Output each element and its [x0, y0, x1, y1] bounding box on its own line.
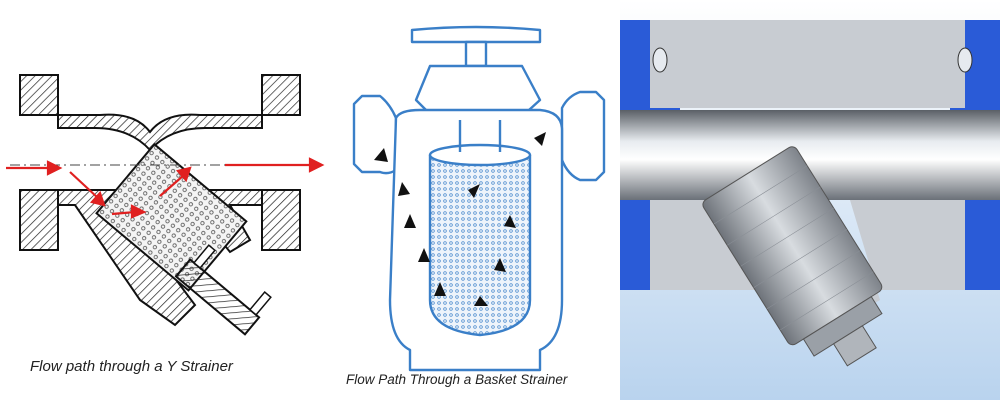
- right-flange-top: [261, 74, 301, 116]
- left-flange-top: [19, 74, 59, 116]
- flow-arrows: [374, 132, 546, 306]
- inlet-port: [352, 94, 398, 175]
- handle-stem: [464, 40, 488, 68]
- strainer-screen: [702, 146, 883, 367]
- body-top-wall: [650, 20, 965, 108]
- flange-bolt-hole: [652, 47, 668, 73]
- left-flange-bottom: [19, 189, 59, 251]
- strainer-cap: [174, 258, 261, 336]
- basket-strainer-panel: Flow Path Through a Basket Strainer: [340, 0, 620, 400]
- outlet-port: [560, 90, 606, 182]
- y-strainer-panel: Flow path through a Y Strainer: [0, 0, 340, 400]
- basket-strainer-cross-section-icon: [352, 25, 606, 372]
- y-strainer-caption: Flow path through a Y Strainer: [30, 358, 233, 375]
- pipe-bore: [620, 110, 1000, 200]
- t-handle: [410, 25, 542, 44]
- basket-strainer-caption: Flow Path Through a Basket Strainer: [346, 372, 568, 387]
- drain-plug: [832, 325, 877, 367]
- cap-bolt-right: [248, 291, 272, 316]
- basket-rim: [428, 143, 532, 167]
- y-strainer-cross-section-icon: [6, 74, 325, 336]
- strainer-basket: [428, 153, 532, 337]
- y-strainer-3d-panel: [620, 0, 1000, 400]
- flow-arrows: [6, 157, 325, 219]
- cap-bolt-left: [192, 244, 216, 269]
- body-top-wall: [57, 113, 263, 152]
- right-flange-bottom: [261, 189, 301, 251]
- flange-bolt-hole: [957, 47, 973, 73]
- y-strainer-3d-cutaway-icon: [620, 0, 1000, 400]
